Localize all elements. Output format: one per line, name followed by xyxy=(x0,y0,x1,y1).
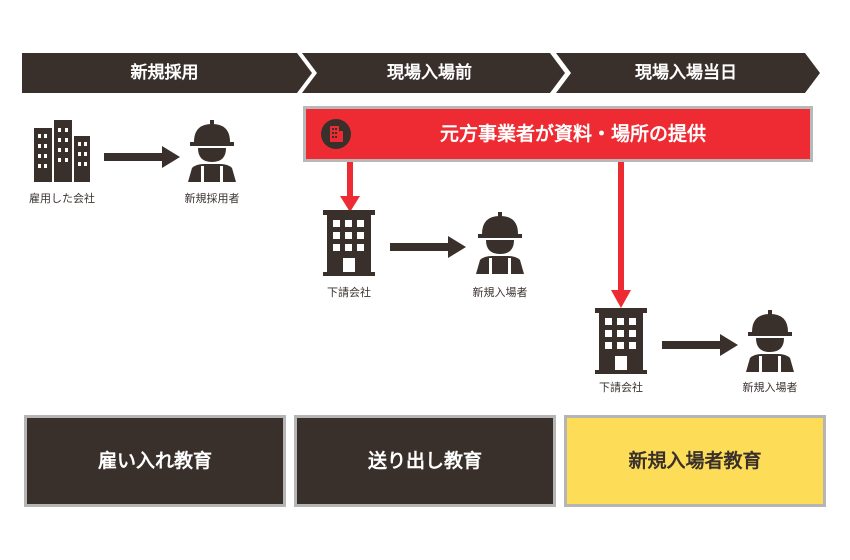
company-caption-1: 雇用した会社 xyxy=(29,192,95,205)
education-box-hiring: 雇い入れ教育 xyxy=(24,415,286,507)
building-icon xyxy=(321,119,351,149)
worker-caption-1: 新規採用者 xyxy=(184,192,240,205)
company-caption-3: 下請会社 xyxy=(599,381,643,394)
stage-chevron-bar xyxy=(22,53,820,93)
stage-label-new-hire: 新規採用 xyxy=(130,63,199,83)
education-box-new-entrant: 新規入場者教育 xyxy=(564,415,826,507)
prime-contractor-banner: 元方事業者が資料・場所の提供 xyxy=(303,106,813,162)
education-box-dispatch: 送り出し教育 xyxy=(294,415,556,507)
flow-arrow-1 xyxy=(104,146,180,168)
stage-chevron-1 xyxy=(22,53,312,93)
subcontractor-building-icon-1 xyxy=(323,210,375,276)
flow-arrow-3 xyxy=(662,334,738,356)
worker-caption-2: 新規入場者 xyxy=(472,286,528,299)
stage-label-entry-day: 現場入場当日 xyxy=(635,63,737,83)
subcontractor-building-icon-2 xyxy=(595,308,647,374)
worker-icon-1 xyxy=(188,120,236,182)
company-buildings-icon xyxy=(34,120,90,182)
worker-icon-2 xyxy=(476,212,524,274)
red-arrow-down-2 xyxy=(611,162,631,308)
flow-arrow-2 xyxy=(390,236,466,258)
stage-label-before-entry: 現場入場前 xyxy=(387,63,472,83)
red-arrow-down-1 xyxy=(340,162,360,212)
stage-chevron-3 xyxy=(556,53,820,93)
stage-chevron-2 xyxy=(302,53,565,93)
worker-icon-3 xyxy=(746,310,794,372)
company-caption-2: 下請会社 xyxy=(327,286,371,299)
banner-text: 元方事業者が資料・場所の提供 xyxy=(439,123,706,145)
worker-caption-3: 新規入場者 xyxy=(742,381,798,394)
